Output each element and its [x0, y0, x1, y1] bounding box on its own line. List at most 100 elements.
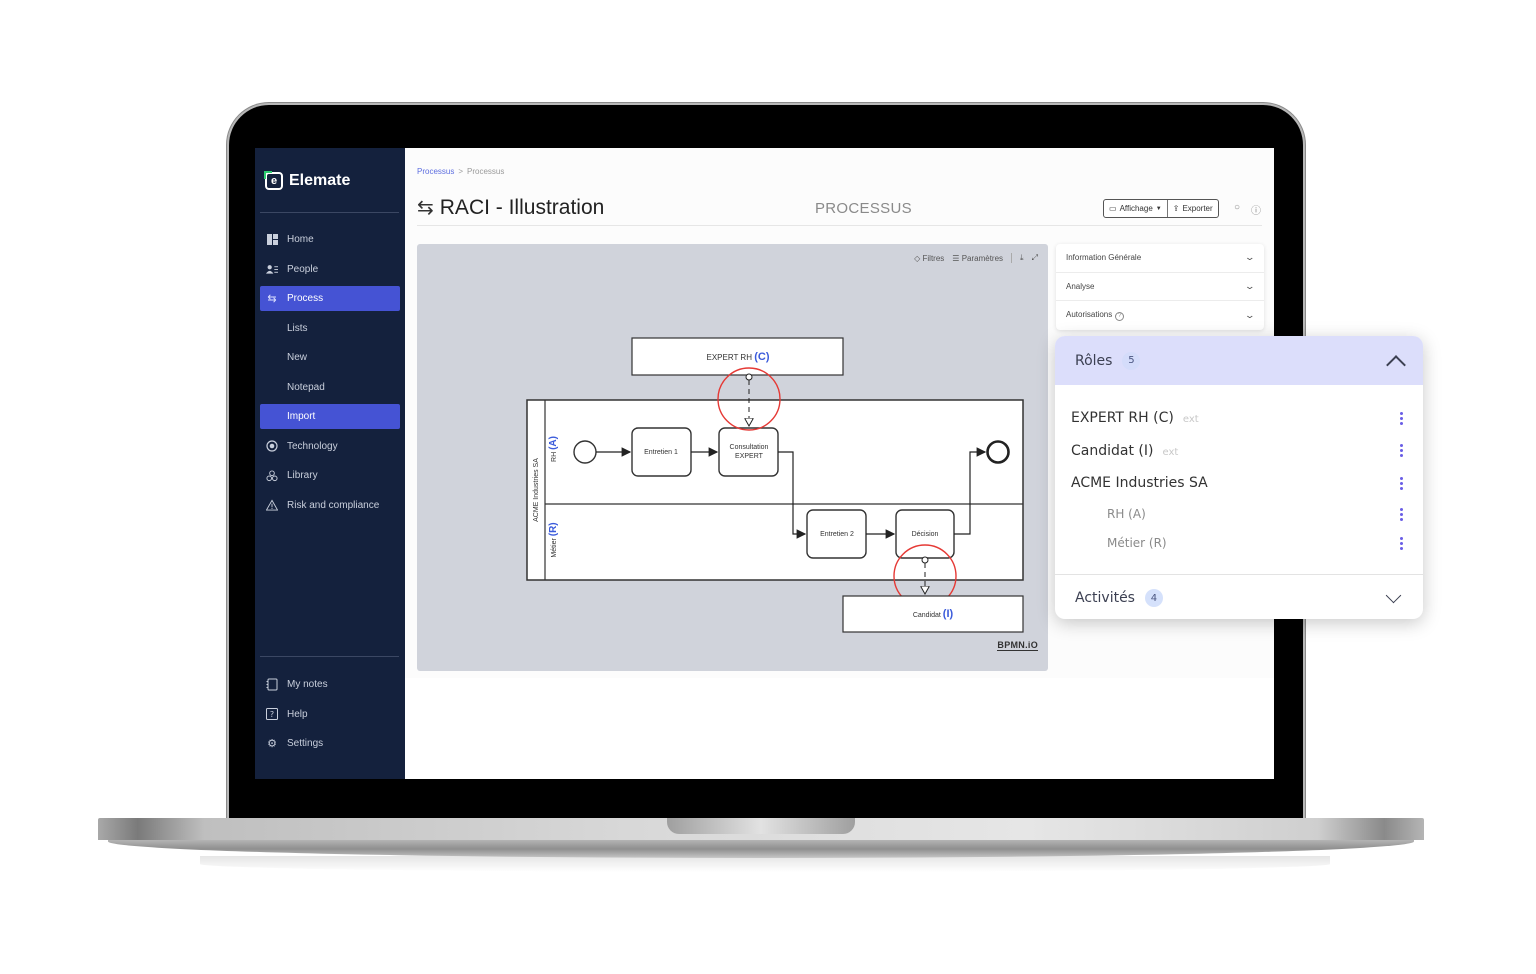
more-options-icon[interactable] — [1400, 476, 1403, 490]
help-circle-icon[interactable]: ⓘ — [1251, 206, 1261, 217]
start-event[interactable] — [573, 440, 597, 464]
more-options-icon[interactable] — [1400, 507, 1403, 521]
sidebar-item-home[interactable]: Home — [260, 227, 400, 252]
task-consultation-expert[interactable]: Consultation EXPERT — [718, 427, 779, 477]
page-title-text: RACI - Illustration — [439, 195, 605, 219]
lane-label-rh: RH (A) — [548, 436, 559, 462]
breadcrumb-separator: > — [458, 167, 464, 176]
chevron-down-icon: ⌄ — [1244, 252, 1256, 263]
expand-icon[interactable]: ⤢ — [1031, 253, 1038, 262]
task-label: Entretien 1 — [644, 449, 678, 456]
arrows-exchange-icon: ⇆ — [417, 197, 434, 219]
brand-logo[interactable]: e Elemate — [264, 171, 351, 190]
bpmn-canvas[interactable]: ◇ Filtres ☰ Paramètres ⤓ ⤢ EXPERT RH (C) — [417, 244, 1048, 671]
participant-candidat[interactable]: Candidat (I) — [842, 595, 1024, 633]
breadcrumb-current: Processus — [467, 167, 505, 176]
params-button[interactable]: ☰ Paramètres — [952, 253, 1004, 263]
more-options-icon[interactable] — [1400, 411, 1403, 425]
sidebar-item-process[interactable]: ⇆ Process — [260, 286, 400, 311]
roles-header[interactable]: Rôles 5 — [1055, 336, 1423, 385]
role-item[interactable]: RH (A) — [1055, 500, 1423, 529]
role-name: Métier (R) — [1107, 536, 1167, 550]
sidebar-item-label: Import — [287, 411, 316, 422]
notes-icon — [266, 678, 278, 691]
people-icon — [266, 263, 278, 275]
sidebar-item-risk[interactable]: Risk and compliance — [260, 493, 400, 518]
laptop-base-lip — [108, 838, 1414, 858]
svg-text:EXPERT RH (C): EXPERT RH (C) — [706, 351, 769, 363]
role-item[interactable]: EXPERT RH (C) ext — [1055, 402, 1423, 435]
chevron-down-icon[interactable] — [1385, 587, 1402, 603]
activities-title-text: Activités — [1075, 590, 1135, 606]
sidebar-item-my-notes[interactable]: My notes — [260, 672, 400, 697]
role-item[interactable]: Métier (R) — [1055, 529, 1423, 558]
properties-accordion: Information Générale ⌄ Analyse ⌄ Autoris… — [1056, 244, 1264, 330]
task-label: Décision — [912, 531, 939, 538]
sidebar-subitem-import[interactable]: Import — [260, 404, 400, 429]
participant-name: EXPERT RH — [706, 353, 752, 362]
chevron-up-icon[interactable] — [1386, 354, 1406, 375]
help-circle-icon[interactable]: ? — [1115, 311, 1125, 321]
lane-label-metier: Métier (R) — [548, 522, 559, 557]
comment-icon[interactable]: ○ — [1234, 202, 1241, 213]
external-tag: ext — [1162, 446, 1179, 458]
accordion-permissions[interactable]: Autorisations? ⌄ — [1056, 301, 1264, 330]
elemate-logo-icon: e — [264, 171, 283, 190]
bpmn-io-watermark[interactable]: BPMN.iO — [997, 640, 1038, 651]
display-button-label: Affichage — [1119, 204, 1153, 213]
export-button-label: Exporter — [1182, 204, 1213, 213]
chevron-down-icon: ⌄ — [1244, 280, 1256, 291]
laptop-shadow — [200, 856, 1330, 872]
sidebar-subitem-new[interactable]: New — [260, 345, 400, 370]
sidebar-subitem-notepad[interactable]: Notepad — [260, 375, 400, 400]
object-type-label: PROCESSUS — [815, 200, 912, 217]
display-button[interactable]: ▭ Affichage ▼ — [1104, 200, 1167, 217]
activities-header[interactable]: Activités 4 — [1055, 575, 1423, 620]
accordion-analysis[interactable]: Analyse ⌄ — [1056, 273, 1264, 301]
export-button[interactable]: ⇪ Exporter — [1166, 200, 1218, 217]
external-tag: ext — [1182, 414, 1199, 426]
filters-button[interactable]: ◇ Filtres — [914, 253, 945, 263]
brand-name: Elemate — [289, 172, 351, 189]
params-label: Paramètres — [961, 253, 1004, 263]
sidebar-item-help[interactable]: ? Help — [260, 702, 400, 727]
sidebar-item-label: Help — [287, 708, 308, 720]
sidebar-item-settings[interactable]: ⚙ Settings — [260, 731, 400, 756]
role-item[interactable]: ACME Industries SA — [1055, 467, 1423, 500]
raci-label: (I) — [943, 608, 954, 620]
warning-icon — [266, 499, 278, 511]
accordion-label: Autorisations — [1066, 309, 1113, 319]
breadcrumb-link[interactable]: Processus — [417, 167, 455, 176]
export-icon: ⇪ — [1172, 204, 1180, 213]
role-item[interactable]: Candidat (I)ext — [1055, 435, 1423, 468]
sidebar-nav: Home People ⇆ Process Lists New — [260, 227, 400, 522]
participant-name: Candidat — [913, 612, 941, 619]
end-event[interactable] — [986, 440, 1010, 464]
sidebar-item-library[interactable]: Library — [260, 463, 400, 488]
sidebar-item-people[interactable]: People — [260, 257, 400, 282]
download-icon[interactable]: ⤓ — [1020, 253, 1024, 262]
arrows-exchange-icon: ⇆ — [267, 293, 277, 305]
page-title: ⇆ RACI - Illustration — [417, 195, 604, 220]
more-options-icon[interactable] — [1400, 444, 1403, 458]
more-options-icon[interactable] — [1400, 536, 1403, 550]
task-decision[interactable]: Décision — [895, 509, 955, 559]
task-label: Entretien 2 — [820, 531, 854, 538]
sidebar-item-label: People — [287, 263, 319, 275]
sidebar-subitem-lists[interactable]: Lists — [260, 316, 400, 341]
task-entretien-1[interactable]: Entretien 1 — [631, 427, 692, 477]
participant-expert-rh[interactable]: EXPERT RH (C) — [631, 337, 844, 376]
role-name: EXPERT RH (C) — [1071, 410, 1174, 427]
raci-label: (A) — [548, 436, 559, 450]
sidebar-item-label: Home — [287, 234, 314, 245]
sidebar-divider — [260, 656, 399, 657]
header-button-group: ▭ Affichage ▼ ⇪ Exporter — [1103, 199, 1219, 218]
roles-divider — [1055, 573, 1423, 575]
roles-count-badge: 5 — [1122, 351, 1141, 370]
highlight-circle — [717, 367, 781, 431]
task-entretien-2[interactable]: Entretien 2 — [806, 509, 867, 559]
accordion-general-info[interactable]: Information Générale ⌄ — [1056, 244, 1264, 273]
sidebar-item-label: Settings — [287, 738, 324, 749]
sidebar-item-technology[interactable]: Technology — [260, 434, 400, 459]
